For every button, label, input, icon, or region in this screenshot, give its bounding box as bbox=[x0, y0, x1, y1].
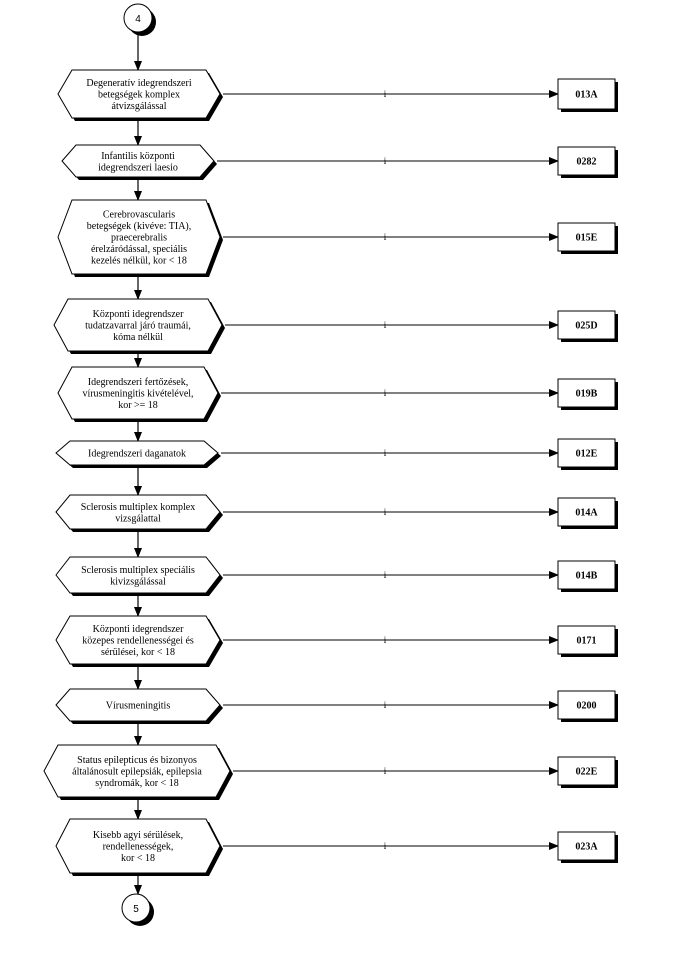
node-shape bbox=[55, 440, 219, 466]
node-label-line: Idegrendszeri daganatok bbox=[88, 449, 186, 460]
code-box bbox=[557, 378, 616, 408]
node-shape bbox=[43, 744, 231, 798]
decision-node: Kisebb agyi sérülések,rendellenességek,k… bbox=[55, 818, 618, 876]
branch-label: i bbox=[384, 841, 387, 851]
branch-label: i bbox=[384, 507, 387, 517]
node-label-line: kezelés nélkül, kor < 18 bbox=[91, 256, 187, 267]
node-shape bbox=[57, 69, 221, 119]
node-label-line: vírusmeningitis kivételével, bbox=[82, 389, 193, 400]
branch-label: i bbox=[384, 766, 387, 776]
node-label-line: syndromák, kor < 18 bbox=[95, 778, 178, 789]
node-label-line: érelzáródással, speciális bbox=[91, 244, 187, 255]
branch-label: i bbox=[384, 700, 387, 710]
code-label: 0171 bbox=[577, 636, 597, 647]
node-label-line: Idegrendszeri fertőzések, bbox=[88, 377, 189, 388]
node-label-line: sérülései, kor < 18 bbox=[101, 647, 175, 658]
node-shape bbox=[55, 615, 221, 665]
connector-bottom: 5 bbox=[121, 893, 154, 926]
branch-label: i bbox=[384, 635, 387, 645]
node-label-line: betegségek komplex bbox=[98, 90, 180, 101]
node-label-line: Központi idegrendszer bbox=[93, 624, 184, 635]
node-label-line: Status epilepticus és bizonyos bbox=[77, 755, 197, 766]
node-shape bbox=[61, 144, 215, 178]
connector-top: 4 bbox=[123, 3, 156, 36]
code-box bbox=[557, 146, 616, 176]
node-label-line: kóma nélkül bbox=[113, 332, 163, 343]
node-label-line: Kisebb agyi sérülések, bbox=[93, 830, 183, 841]
node-label-line: Vírusmeningitis bbox=[106, 701, 171, 712]
branch-label: i bbox=[384, 570, 387, 580]
code-box bbox=[557, 222, 616, 252]
node-label-line: vizsgálattal bbox=[115, 513, 161, 524]
decision-node: Status epilepticus és bizonyosáltalánosu… bbox=[43, 744, 618, 800]
node-shape bbox=[55, 688, 221, 722]
code-label: 012E bbox=[576, 449, 598, 460]
decision-node: Idegrendszeri fertőzések,vírusmeningitis… bbox=[57, 366, 618, 422]
code-label: 014B bbox=[576, 571, 598, 582]
node-label-line: közepes rendellenességei és bbox=[82, 636, 194, 647]
code-box bbox=[557, 438, 616, 468]
code-label: 0200 bbox=[577, 701, 597, 712]
branch-label: i bbox=[384, 232, 387, 242]
node-label-line: Degeneratív idegrendszeri bbox=[86, 78, 191, 89]
code-label: 0282 bbox=[577, 157, 597, 168]
node-label-line: kor >= 18 bbox=[118, 400, 158, 411]
connector-top-label: 4 bbox=[135, 14, 141, 25]
branch-label: i bbox=[384, 156, 387, 166]
branch-label: i bbox=[384, 448, 387, 458]
node-label-line: praecerebralis bbox=[111, 233, 167, 244]
code-label: 015E bbox=[576, 233, 598, 244]
code-label: 014A bbox=[575, 508, 598, 519]
node-shape bbox=[53, 298, 223, 352]
branch-label: i bbox=[384, 320, 387, 330]
decision-node: Vírusmeningitis i 0200 bbox=[55, 688, 618, 724]
code-box bbox=[557, 625, 616, 655]
code-box bbox=[557, 831, 616, 861]
code-label: 013A bbox=[575, 90, 598, 101]
decision-node: Idegrendszeri daganatok i 012E bbox=[55, 438, 618, 470]
node-label-line: rendellenességek, bbox=[103, 842, 174, 853]
code-box bbox=[557, 690, 616, 720]
node-label-line: kor < 18 bbox=[121, 853, 155, 864]
branch-label: i bbox=[384, 89, 387, 99]
node-label-line: Sclerosis multiplex speciális bbox=[81, 565, 195, 576]
node-shape bbox=[57, 199, 221, 275]
node-label-line: Központi idegrendszer bbox=[93, 309, 184, 320]
node-shape bbox=[55, 818, 221, 874]
code-label: 023A bbox=[575, 842, 598, 853]
node-label-line: általánosult epilepsiák, epilepsia bbox=[72, 767, 202, 778]
node-label-line: betegségek (kivéve: TIA), bbox=[87, 221, 192, 232]
node-shape bbox=[55, 556, 221, 594]
node-label-line: Cerebrovascularis bbox=[103, 210, 175, 221]
node-shape bbox=[55, 494, 221, 530]
code-label: 019B bbox=[576, 389, 598, 400]
node-shape bbox=[57, 366, 219, 420]
code-box bbox=[557, 497, 616, 527]
decision-node: Sclerosis multiplex speciáliskivizsgálás… bbox=[55, 556, 618, 596]
node-label-line: kivizsgálással bbox=[110, 576, 166, 587]
code-box bbox=[557, 756, 616, 786]
node-label-line: Sclerosis multiplex komplex bbox=[81, 502, 195, 513]
code-box bbox=[557, 78, 616, 110]
code-box bbox=[557, 560, 616, 590]
node-label-line: Infantilis központi bbox=[101, 151, 175, 162]
code-label: 025D bbox=[575, 321, 597, 332]
node-label-line: tudatzavarral járó traumái, bbox=[85, 321, 191, 332]
code-label: 022E bbox=[576, 767, 598, 778]
node-label-line: idegrendszeri laesio bbox=[98, 162, 178, 173]
branch-label: i bbox=[384, 388, 387, 398]
connector-bottom-label: 5 bbox=[133, 904, 139, 915]
code-box bbox=[557, 310, 616, 340]
node-label-line: átvizsgálással bbox=[112, 101, 167, 112]
